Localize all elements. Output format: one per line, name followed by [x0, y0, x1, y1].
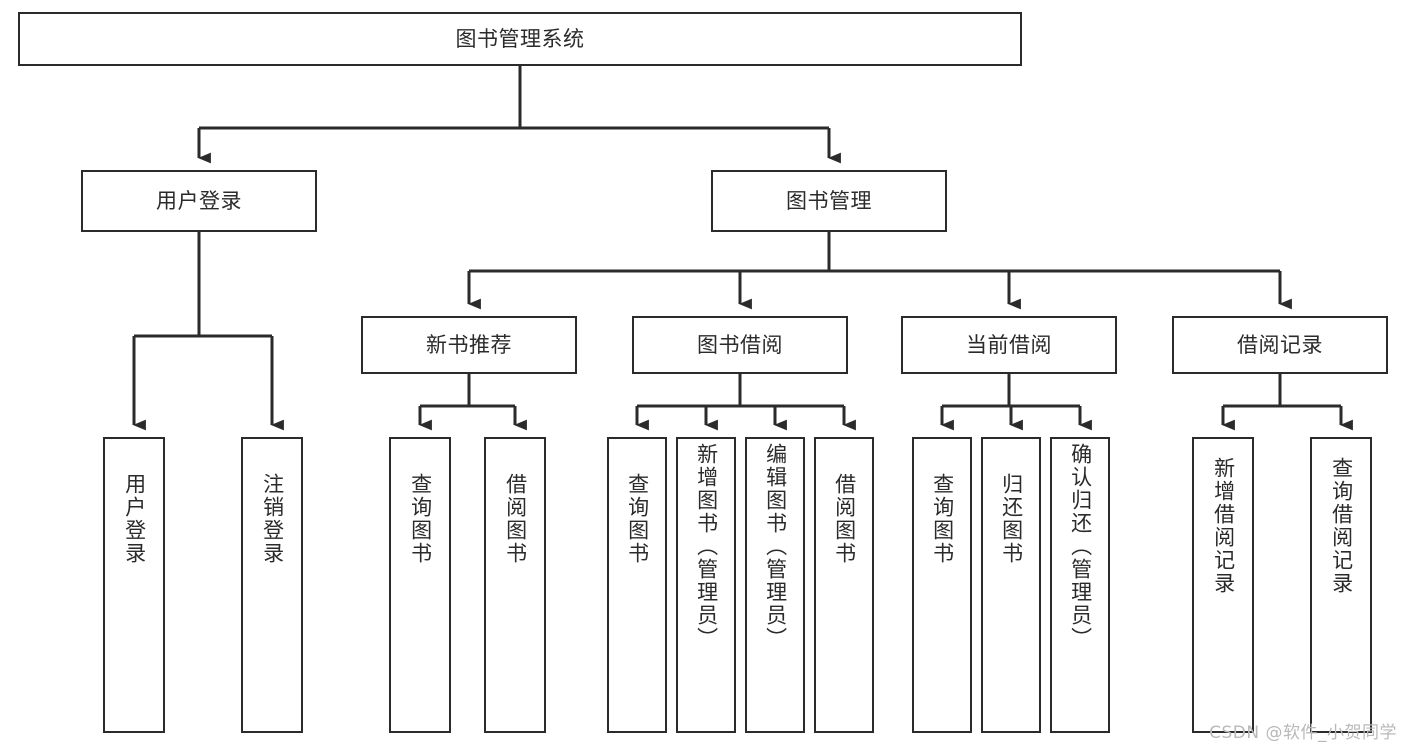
node-book-management[interactable]: 图书管理	[711, 170, 947, 232]
leaf-node-label: 新增图书（管理员）	[694, 443, 719, 650]
node-book-borrow[interactable]: 图书借阅	[632, 316, 848, 374]
leaf-node[interactable]: 查询图书	[912, 437, 972, 733]
node-book-management-label: 图书管理	[786, 188, 872, 213]
leaf-node-label: 用户登录	[122, 473, 147, 565]
leaf-node-label: 确认归还（管理员）	[1068, 443, 1093, 650]
leaf-node-label: 查询图书	[930, 473, 955, 565]
node-root[interactable]: 图书管理系统	[18, 12, 1022, 66]
leaf-node[interactable]: 编辑图书（管理员）	[745, 437, 805, 733]
leaf-node-label: 借阅图书	[832, 473, 857, 565]
node-current-borrow[interactable]: 当前借阅	[901, 316, 1117, 374]
node-user-login-label: 用户登录	[156, 188, 242, 213]
leaf-node[interactable]: 归还图书	[981, 437, 1041, 733]
leaf-node-label: 注销登录	[260, 473, 285, 565]
leaf-node[interactable]: 借阅图书	[814, 437, 874, 733]
leaf-node-label: 编辑图书（管理员）	[763, 443, 788, 650]
leaf-node-label: 查询借阅记录	[1329, 457, 1354, 595]
node-book-borrow-label: 图书借阅	[697, 332, 783, 357]
leaf-node[interactable]: 确认归还（管理员）	[1050, 437, 1110, 733]
leaf-node[interactable]: 新增借阅记录	[1192, 437, 1254, 733]
node-root-label: 图书管理系统	[455, 26, 585, 51]
leaf-node-label: 查询图书	[625, 473, 650, 565]
leaf-node-label: 借阅图书	[503, 473, 528, 565]
leaf-node[interactable]: 注销登录	[241, 437, 303, 733]
node-new-book-recommend-label: 新书推荐	[426, 332, 512, 357]
node-user-login[interactable]: 用户登录	[81, 170, 317, 232]
leaf-node[interactable]: 查询借阅记录	[1310, 437, 1372, 733]
leaf-node[interactable]: 借阅图书	[484, 437, 546, 733]
leaf-node-label: 归还图书	[999, 473, 1024, 565]
leaf-node[interactable]: 查询图书	[607, 437, 667, 733]
leaf-node-label: 新增借阅记录	[1211, 457, 1236, 595]
node-borrow-record[interactable]: 借阅记录	[1172, 316, 1388, 374]
watermark: CSDN @软件_小贺同学	[1209, 723, 1397, 743]
leaf-node-label: 查询图书	[408, 473, 433, 565]
node-new-book-recommend[interactable]: 新书推荐	[361, 316, 577, 374]
node-borrow-record-label: 借阅记录	[1237, 332, 1323, 357]
node-current-borrow-label: 当前借阅	[966, 332, 1052, 357]
leaf-node[interactable]: 用户登录	[103, 437, 165, 733]
leaf-node[interactable]: 新增图书（管理员）	[676, 437, 736, 733]
leaf-node[interactable]: 查询图书	[389, 437, 451, 733]
